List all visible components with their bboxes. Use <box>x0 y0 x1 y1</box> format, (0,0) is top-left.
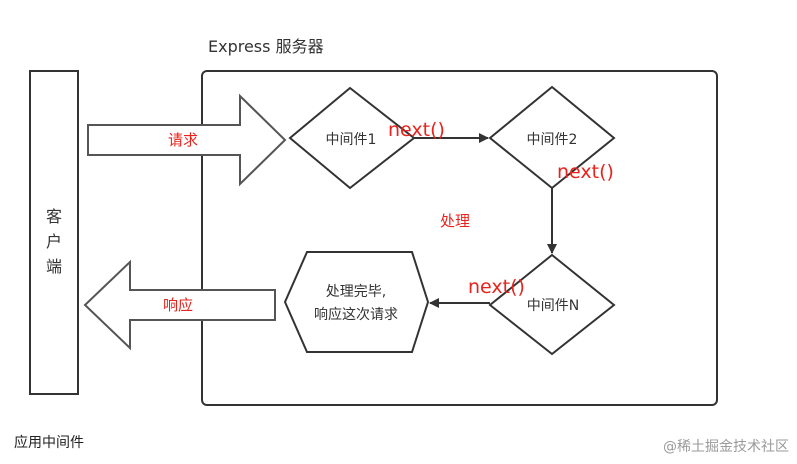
request-label: 请求 <box>168 131 198 149</box>
done-line-1: 处理完毕, <box>326 284 386 300</box>
response-arrow <box>83 259 276 351</box>
done-line-2: 响应这次请求 <box>314 306 398 323</box>
next-label-3: next() <box>468 276 525 298</box>
server-title: Express 服务器 <box>208 37 324 56</box>
middleware-n-diamond <box>488 253 616 356</box>
client-label-char-2: 户 <box>46 232 62 251</box>
next-label-2: next() <box>557 161 614 183</box>
middleware-1-label: 中间件1 <box>326 132 377 148</box>
middleware-1-diamond <box>288 86 416 190</box>
request-arrow <box>87 93 287 187</box>
next-label-1: next() <box>388 119 445 141</box>
watermark: @稀土掘金技术社区 <box>663 439 789 455</box>
middleware-n-label: 中间件N <box>527 298 579 314</box>
middleware-2-label: 中间件2 <box>527 132 578 148</box>
client-box <box>29 70 79 395</box>
done-hexagon <box>283 251 430 353</box>
client-label-char-1: 客 <box>46 207 62 226</box>
server-box <box>201 70 718 406</box>
process-label: 处理 <box>440 212 470 230</box>
caption: 应用中间件 <box>14 435 84 451</box>
response-label: 响应 <box>163 296 193 314</box>
client-label-char-3: 端 <box>46 257 62 276</box>
